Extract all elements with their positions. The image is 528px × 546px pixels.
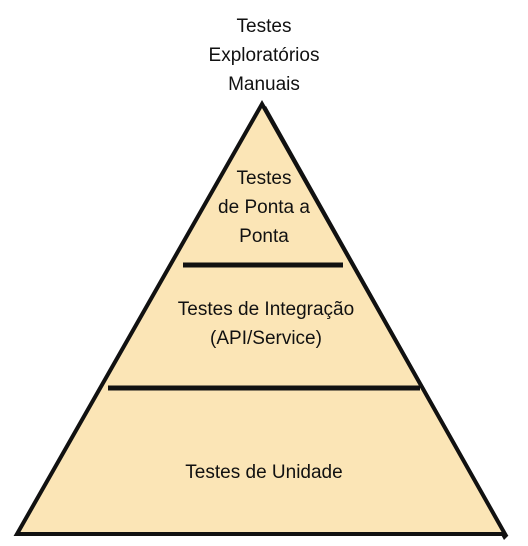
apex-label-line-3: Manuais — [228, 74, 300, 95]
apex-label: Testes Exploratórios Manuais — [209, 12, 320, 99]
layer-end-to-end-line-2: de Ponta a — [218, 197, 310, 218]
layer-unit-line-1: Testes de Unidade — [185, 462, 343, 483]
layer-integration-line-2: (API/Service) — [210, 328, 322, 349]
layer-end-to-end-label: Testes de Ponta a Ponta — [218, 164, 310, 251]
pyramid-triangle — [13, 99, 509, 536]
layer-integration-line-1: Testes de Integração — [177, 299, 355, 320]
apex-label-line-2: Exploratórios — [208, 45, 320, 66]
apex-label-line-1: Testes — [236, 16, 292, 37]
layer-end-to-end-line-3: Ponta — [239, 226, 289, 247]
layer-unit-label: Testes de Unidade — [185, 458, 342, 487]
layer-integration-label: Testes de Integração (API/Service) — [178, 295, 354, 353]
layer-end-to-end-line-1: Testes — [236, 168, 292, 189]
